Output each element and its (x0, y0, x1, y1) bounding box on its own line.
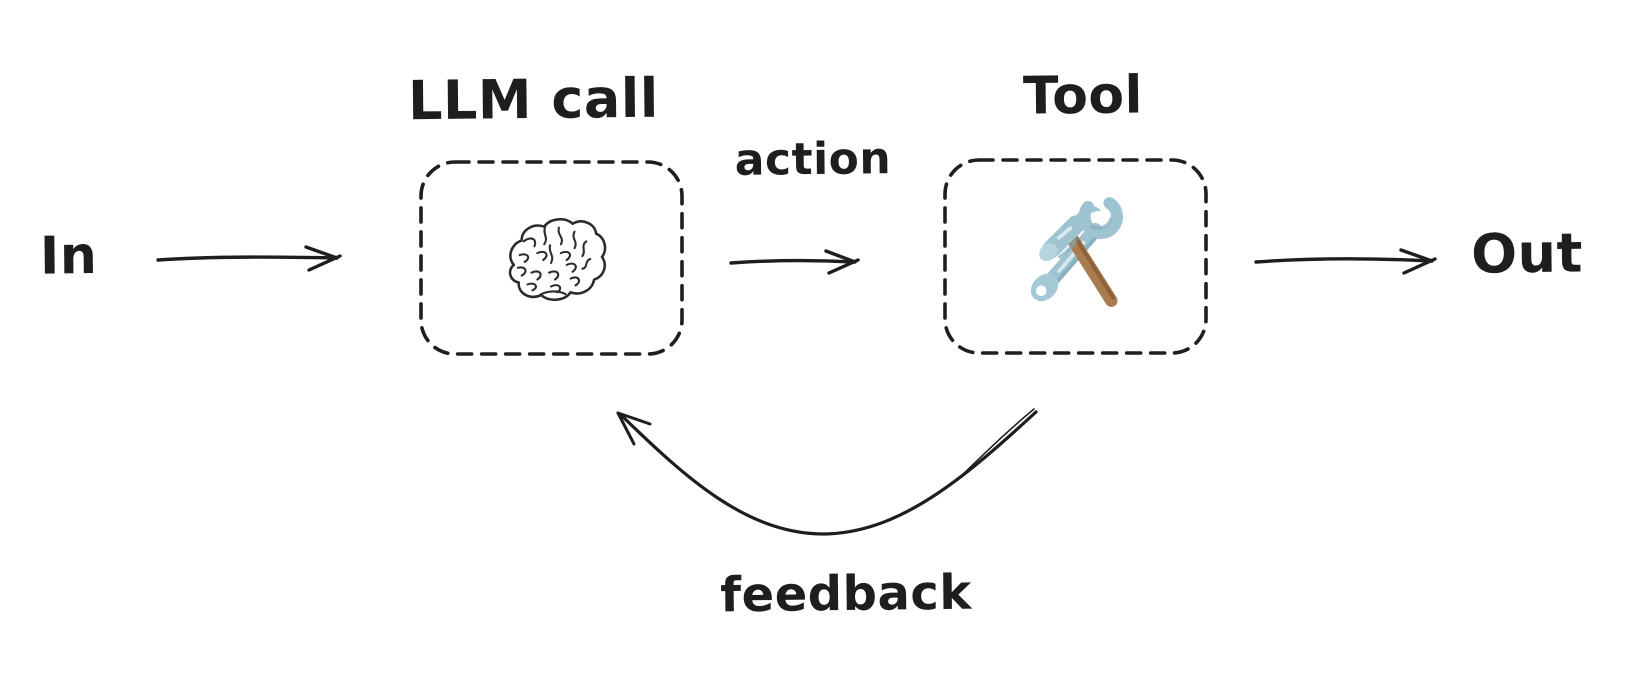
llm-call-title: LLM call (407, 66, 660, 133)
tool-node (945, 160, 1206, 353)
brain-icon (508, 218, 607, 301)
tool-box (943, 158, 1208, 355)
tool-title: Tool (1022, 65, 1144, 127)
wrench-part (1030, 197, 1123, 302)
input-label: In (39, 226, 98, 287)
feedback-arrow (616, 408, 1038, 536)
output-label: Out (1470, 221, 1584, 286)
hammer-part (1039, 206, 1118, 307)
feedback-label: feedback (719, 564, 973, 624)
tool-to-out-arrow (1254, 248, 1437, 275)
hammer-wrench-icon (1030, 197, 1123, 307)
llm-to-tool-arrow (729, 249, 860, 275)
in-to-llm-arrow (156, 245, 342, 272)
llm-call-node (420, 162, 682, 354)
action-label: action (734, 133, 892, 186)
llm-call-box (419, 160, 684, 356)
